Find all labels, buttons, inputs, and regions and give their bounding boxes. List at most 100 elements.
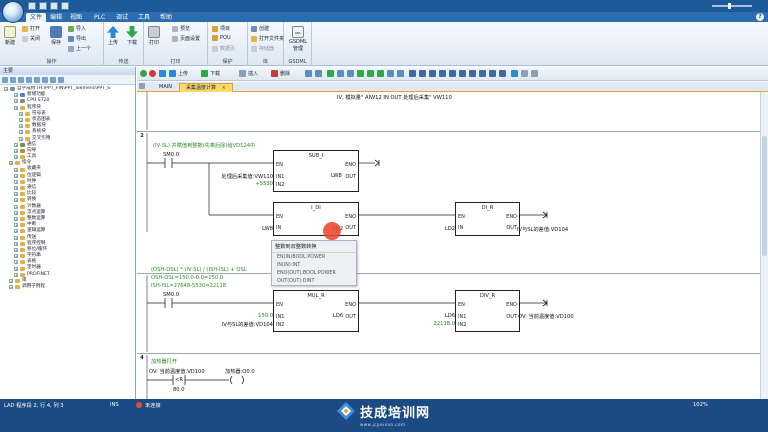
zoom-slider-handle[interactable]	[728, 3, 731, 9]
tree-item[interactable]: +状态图表	[0, 117, 135, 123]
expand-icon[interactable]: +	[14, 266, 18, 271]
toolbar-icon[interactable]	[511, 70, 518, 77]
toolbar-icon[interactable]	[327, 70, 334, 77]
network-comment[interactable]: (OSH-OSL) * (IV-SL) / (ISH-ISL) + OSL	[151, 267, 247, 273]
tree-tool-icon[interactable]	[18, 77, 24, 83]
tab-main[interactable]: MAIN	[159, 84, 172, 90]
coil-icon[interactable]	[419, 70, 426, 77]
expand-icon[interactable]: +	[4, 87, 8, 92]
expand-icon[interactable]: +	[14, 260, 18, 265]
tree-item[interactable]: +程序块	[0, 105, 135, 111]
i-di-block[interactable]: I_DI EN ENO IN OUT	[273, 202, 359, 236]
tree-item[interactable]: +交叉引用	[0, 136, 135, 142]
line-icon[interactable]	[489, 70, 496, 77]
expand-icon[interactable]: +	[14, 198, 18, 203]
tree-item[interactable]: +整数运算	[0, 216, 135, 222]
download-button[interactable]: 下载	[126, 26, 138, 46]
tree-tool-icon[interactable]	[34, 77, 40, 83]
download-button[interactable]: 下载	[210, 71, 221, 77]
tree-item[interactable]: +新增功能	[0, 92, 135, 98]
previous-button[interactable]: 上一个	[68, 45, 91, 52]
ladder-editor-canvas[interactable]: 2 4 IV, 模拟量" AIW12 IN OUT 处理后采集" VW110 (…	[137, 92, 760, 399]
mul-r-block[interactable]: MUL_R EN ENO IN1 OUT IN2	[273, 290, 359, 332]
expand-icon[interactable]: +	[14, 217, 18, 222]
toolbar-icon[interactable]	[521, 70, 528, 77]
operand-label[interactable]: 22118.0	[433, 321, 455, 327]
menu-tab-debug[interactable]: 调试	[116, 14, 129, 21]
help-icon[interactable]: ?	[756, 13, 764, 21]
insert-icon[interactable]	[239, 70, 246, 77]
line-icon[interactable]	[439, 70, 446, 77]
sub-i-block[interactable]: SUB_I EN ENO IN1 OUT IN2	[273, 150, 359, 192]
gsdml-manage-button[interactable]: XML GSDML 管理	[286, 26, 310, 52]
new-icon[interactable]	[28, 2, 36, 10]
compile-icon[interactable]	[159, 70, 166, 77]
operand-label[interactable]: LD6	[444, 313, 455, 319]
expand-icon[interactable]: +	[14, 167, 18, 172]
tree-item[interactable]: +字符串	[0, 253, 135, 259]
tree-item[interactable]: +浮点运算	[0, 210, 135, 216]
tree-tool-icon[interactable]	[58, 77, 64, 83]
expand-icon[interactable]: +	[14, 93, 18, 98]
tree-tool-icon[interactable]	[10, 77, 16, 83]
expand-icon[interactable]: +	[14, 254, 18, 259]
stop-icon[interactable]	[149, 70, 156, 77]
toolbar-icon[interactable]	[305, 70, 312, 77]
expand-icon[interactable]: +	[19, 124, 23, 129]
menu-tab-edit[interactable]: 编辑	[50, 14, 63, 21]
contact-icon[interactable]	[409, 70, 416, 77]
expand-icon[interactable]: +	[14, 272, 18, 277]
expand-icon[interactable]: +	[9, 285, 13, 290]
insert-button[interactable]: 插入	[248, 71, 259, 77]
protect-project-button[interactable]: 项目	[212, 25, 230, 32]
operand-label[interactable]: 150.0	[258, 313, 273, 319]
expand-icon[interactable]: +	[14, 186, 18, 191]
toolbar-icon[interactable]	[337, 70, 344, 77]
vertical-scrollbar[interactable]	[760, 92, 768, 399]
toolbar-icon[interactable]	[397, 70, 404, 77]
tree-item[interactable]: +比较	[0, 191, 135, 197]
save-icon[interactable]	[50, 2, 58, 10]
expand-icon[interactable]: +	[14, 229, 18, 234]
tree-item[interactable]: +移位/循环	[0, 247, 135, 253]
toolbar-icon[interactable]	[377, 70, 384, 77]
import-button[interactable]: 导入	[68, 25, 86, 32]
save-button[interactable]: 保存	[50, 26, 62, 46]
upload-button[interactable]: 上传	[178, 71, 189, 77]
close-button[interactable]: 关闭	[22, 35, 40, 42]
operand-label[interactable]: OV: 当前温度值:VD100	[518, 314, 574, 320]
tree-item[interactable]: +逻辑运算	[0, 228, 135, 234]
expand-icon[interactable]: +	[14, 179, 18, 184]
tree-item[interactable]: +系统块	[0, 129, 135, 135]
zoom-level[interactable]: 102%	[693, 402, 708, 408]
expand-icon[interactable]: +	[9, 161, 13, 166]
menu-tab-view[interactable]: 视图	[70, 14, 83, 21]
expand-icon[interactable]: +	[14, 241, 18, 246]
tab-menu-icon[interactable]	[139, 83, 145, 89]
menu-tab-plc[interactable]: PLC	[94, 14, 106, 21]
tree-item[interactable]: +调用子例程	[0, 284, 135, 290]
operand-label[interactable]: 处理后采集值:VW110	[221, 174, 273, 180]
app-menu-button[interactable]	[2, 1, 24, 23]
tree-item[interactable]: +向导	[0, 148, 135, 154]
toolbar-icon[interactable]	[347, 70, 354, 77]
new-button[interactable]: 新建	[4, 26, 16, 46]
line-icon[interactable]	[459, 70, 466, 77]
print-button[interactable]: 打印	[148, 26, 160, 46]
tab-temperature-calc[interactable]: 采集温度计算 ×	[179, 83, 233, 92]
di-r-block[interactable]: DI_R EN ENO IN OUT	[455, 202, 520, 236]
tree-item[interactable]: +位逻辑	[0, 173, 135, 179]
network-comment[interactable]: 加热器打开	[151, 359, 177, 365]
expand-icon[interactable]: +	[14, 148, 18, 153]
open-button[interactable]: 打开	[22, 25, 40, 32]
network-comment[interactable]: (IV-SL) 并赋值到整数(先乘后除)给VD124中	[153, 143, 256, 149]
tree-tool-icon[interactable]	[42, 77, 48, 83]
operand-label[interactable]: LW8	[262, 226, 273, 232]
expand-icon[interactable]: +	[14, 210, 18, 215]
zoom-slider[interactable]	[712, 5, 752, 7]
expand-icon[interactable]: +	[14, 235, 18, 240]
operand-label[interactable]: 80.0	[173, 387, 185, 393]
expand-icon[interactable]: +	[14, 247, 18, 252]
tree-tool-icon[interactable]	[26, 77, 32, 83]
tree-item[interactable]: +通信	[0, 185, 135, 191]
